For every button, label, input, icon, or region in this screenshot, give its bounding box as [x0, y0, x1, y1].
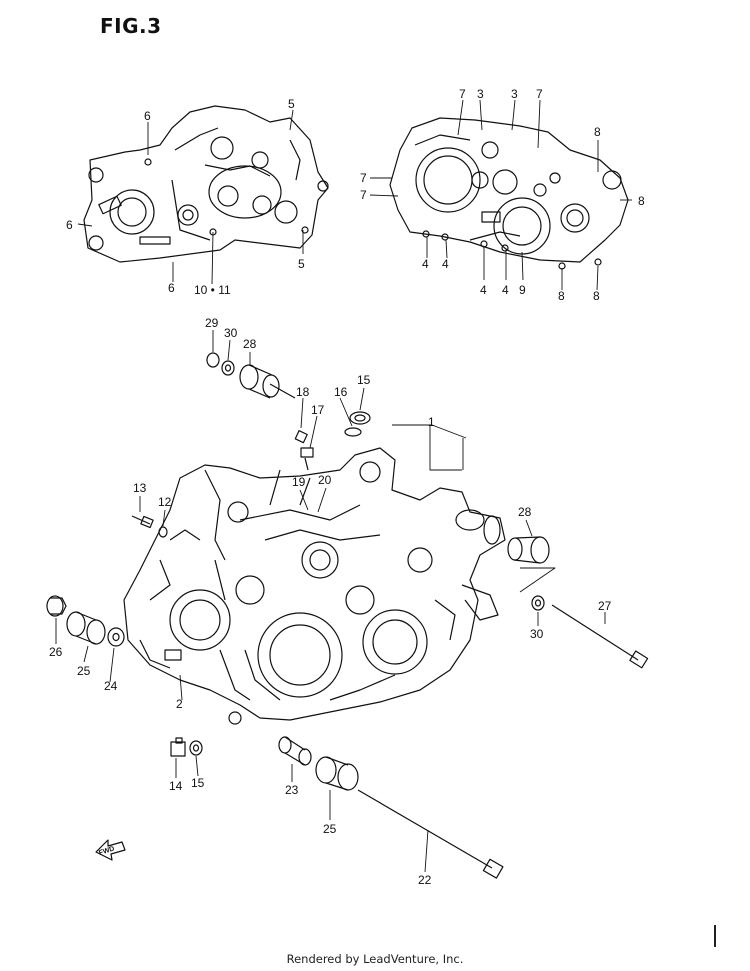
callout-6: 6 — [144, 109, 151, 123]
crankcase-right-half-icon — [389, 117, 629, 270]
callout-24: 24 — [104, 679, 118, 693]
crankcase-left-half-icon — [83, 105, 329, 263]
callout-30: 30 — [224, 326, 238, 340]
fwd-arrow-icon — [95, 839, 126, 861]
callout-4: 4 — [442, 257, 449, 271]
callout-14: 14 — [169, 779, 183, 793]
callout-1: 1 — [428, 415, 435, 429]
bolt-icon — [131, 430, 649, 879]
callout-4: 4 — [502, 283, 509, 297]
callout-18: 17 — [311, 403, 325, 417]
callout-7: 7 — [360, 171, 367, 185]
callout-7: 7 — [536, 87, 543, 101]
callout-7: 7 — [459, 87, 466, 101]
callout-15: 15 — [191, 776, 205, 790]
callout-9: 9 — [519, 283, 526, 297]
callout-2: 2 — [176, 697, 183, 711]
callout-3: 3 — [511, 87, 518, 101]
callout-4: 4 — [422, 257, 429, 271]
callout-7: 7 — [360, 188, 367, 202]
callout-20: 19 — [292, 475, 306, 489]
callout-8: 8 — [593, 289, 600, 303]
callout-19: 18 — [296, 385, 310, 399]
callout-12: 12 — [158, 495, 172, 509]
callout-4: 4 — [480, 283, 487, 297]
callout-17: 16 — [334, 385, 348, 399]
callout-23: 23 — [285, 783, 299, 797]
callout-25: 25 — [323, 822, 337, 836]
callout-22: 22 — [418, 873, 432, 887]
callout-5: 5 — [298, 257, 305, 271]
callout-8: 8 — [594, 125, 601, 139]
crankcase-assembly-icon — [123, 447, 506, 725]
callout-21: 20 — [318, 473, 332, 487]
bearing-icon — [46, 364, 550, 791]
callout-27: 27 — [598, 599, 612, 613]
callout-25: 25 — [77, 664, 91, 678]
callout-labels: 6 5 6 6 10 • 11 5 7 3 3 7 8 7 7 8 4 4 4 … — [49, 87, 645, 887]
callout-3: 3 — [477, 87, 484, 101]
callout-6: 6 — [168, 281, 175, 295]
leader-lines — [55, 99, 632, 873]
callout-16: 15 — [357, 373, 371, 387]
fwd-label: FWD — [98, 845, 115, 857]
callout-6: 6 — [66, 218, 73, 232]
footer-credit: Rendered by LeadVenture, Inc. — [286, 952, 464, 966]
figure-title: FIG.3 — [100, 14, 162, 38]
callout-28: 28 — [243, 337, 257, 351]
callout-30: 30 — [530, 627, 544, 641]
callout-26: 26 — [49, 645, 63, 659]
callout-28: 28 — [518, 505, 532, 519]
callout-8: 8 — [638, 194, 645, 208]
callout-10-11: 10 • 11 — [194, 283, 231, 297]
callout-8: 8 — [558, 289, 565, 303]
callout-29: 29 — [205, 316, 219, 330]
washer-icon — [107, 352, 545, 756]
callout-13: 13 — [133, 481, 147, 495]
edge-mark — [714, 925, 716, 947]
callout-5: 5 — [288, 97, 295, 111]
oil-seal-icon — [349, 411, 371, 425]
